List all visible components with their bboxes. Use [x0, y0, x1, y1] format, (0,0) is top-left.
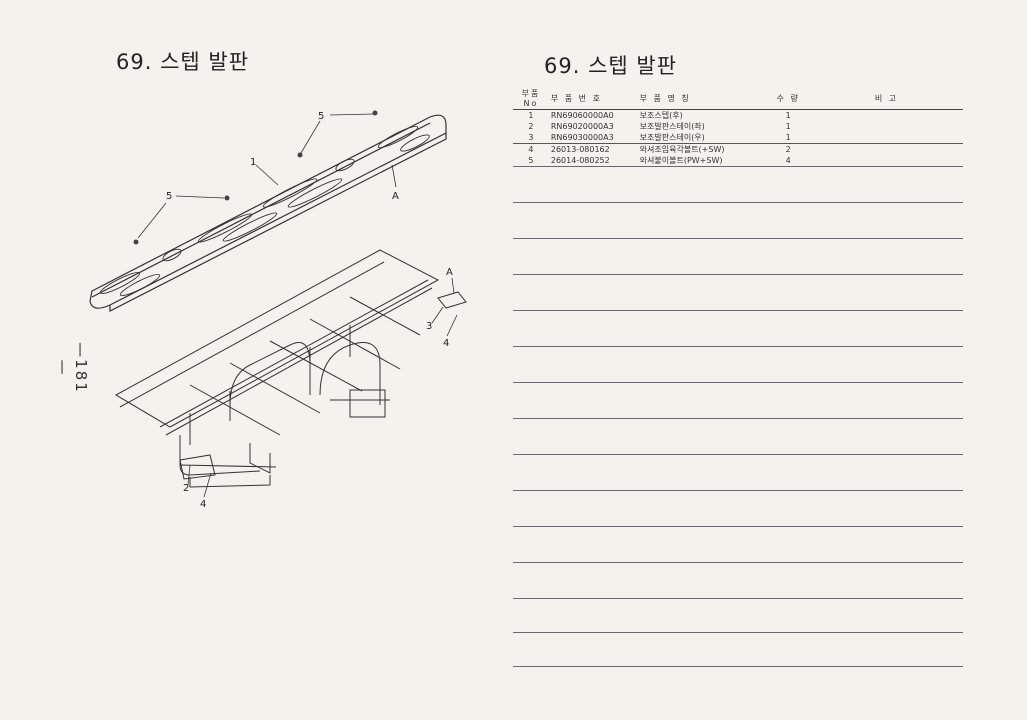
ruled-line — [513, 202, 963, 203]
callout-2: 2 — [183, 483, 189, 494]
row-no: 5 — [528, 156, 534, 165]
row-quantity: 1 — [766, 132, 811, 144]
table-row: 4 26013-080162 와셔조임육각볼트(+SW) 2 — [513, 144, 963, 156]
ruled-line — [513, 166, 963, 167]
callout-4: 4 — [443, 338, 449, 349]
left-page-title: 69. 스텝 발판 — [116, 50, 250, 74]
callout-a-lower: A — [446, 267, 453, 278]
step-board-drawing — [89, 114, 447, 312]
frame-drawing — [114, 249, 440, 488]
column-header-quantity: 수 량 — [766, 88, 811, 110]
ruled-line — [513, 274, 963, 275]
table-row: 1 RN69060000A0 보조스텝(후) 1 — [513, 110, 963, 122]
ruled-line — [513, 562, 963, 563]
row-part-name: 와셔조임육각볼트(+SW) — [639, 145, 725, 154]
row-part-name: 보조발판스테이(우) — [637, 132, 767, 144]
parts-list-table: 부품No 부 품 번 호 부 품 명 칭 수 량 비 고 1 RN6906000… — [513, 88, 963, 166]
ruled-line — [513, 666, 963, 667]
table-header-row: 부품No 부 품 번 호 부 품 명 칭 수 량 비 고 — [513, 88, 963, 110]
blank-ruled-lines — [513, 166, 963, 676]
table-row: 5 26014-080252 와셔붙이볼트(PW+SW) 4 — [513, 155, 963, 166]
row-part-code: RN69020000A3 — [550, 122, 614, 131]
callout-a: A — [392, 191, 399, 202]
ruled-line — [513, 454, 963, 455]
callout-5: 5 — [318, 111, 324, 122]
row-quantity: 2 — [785, 145, 791, 154]
row-remarks — [810, 144, 963, 156]
ruled-line — [513, 632, 963, 633]
row-part-code: RN69060000A0 — [550, 111, 614, 120]
row-quantity: 1 — [785, 122, 791, 131]
ruled-line — [513, 490, 963, 491]
callout-4b: 4 — [200, 499, 206, 510]
column-header-part-code: 부 품 번 호 — [548, 88, 638, 110]
leader-lines — [137, 113, 458, 498]
row-no: 3 — [513, 132, 549, 144]
row-remarks — [810, 110, 963, 122]
diagram-callouts: 5 1 A 5 A 3 4 2 4 — [166, 111, 453, 510]
bracket-drawings — [179, 291, 467, 480]
ruled-line — [513, 382, 963, 383]
column-header-part-number: 부품No — [513, 88, 549, 110]
row-no: 1 — [528, 111, 534, 120]
ruled-line — [513, 598, 963, 599]
column-header-remarks: 비 고 — [810, 88, 963, 110]
row-part-code: RN69030000A3 — [548, 132, 638, 144]
column-header-part-name: 부 품 명 칭 — [637, 88, 767, 110]
callout-1: 1 — [250, 157, 256, 168]
right-page-title: 69. 스텝 발판 — [544, 54, 678, 78]
ruled-line — [513, 238, 963, 239]
row-quantity: 1 — [785, 111, 791, 120]
table-row: 3 RN69030000A3 보조발판스테이(우) 1 — [513, 132, 963, 144]
row-part-name: 보조스텝(후) — [639, 111, 683, 120]
ruled-line — [513, 418, 963, 419]
row-part-name: 보조발판스테이(좌) — [639, 122, 705, 131]
row-part-name: 와셔붙이볼트(PW+SW) — [639, 156, 723, 165]
row-part-code: 26013-080162 — [550, 145, 610, 154]
row-remarks — [810, 121, 963, 132]
row-quantity: 4 — [785, 156, 791, 165]
callout-3: 3 — [426, 321, 432, 332]
table-row: 2 RN69020000A3 보조발판스테이(좌) 1 — [513, 121, 963, 132]
row-remarks — [810, 132, 963, 144]
ruled-line — [513, 346, 963, 347]
ruled-line — [513, 310, 963, 311]
diagram-svg: 5 1 A 5 A 3 4 2 4 — [89, 110, 467, 510]
callout-5b: 5 — [166, 191, 172, 202]
exploded-parts-diagram: 5 1 A 5 A 3 4 2 4 — [80, 95, 480, 525]
bolt-marks — [133, 110, 378, 245]
row-no: 4 — [528, 145, 534, 154]
row-no: 2 — [528, 122, 534, 131]
row-part-code: 26014-080252 — [550, 156, 610, 165]
row-remarks — [810, 155, 963, 166]
ruled-line — [513, 526, 963, 527]
